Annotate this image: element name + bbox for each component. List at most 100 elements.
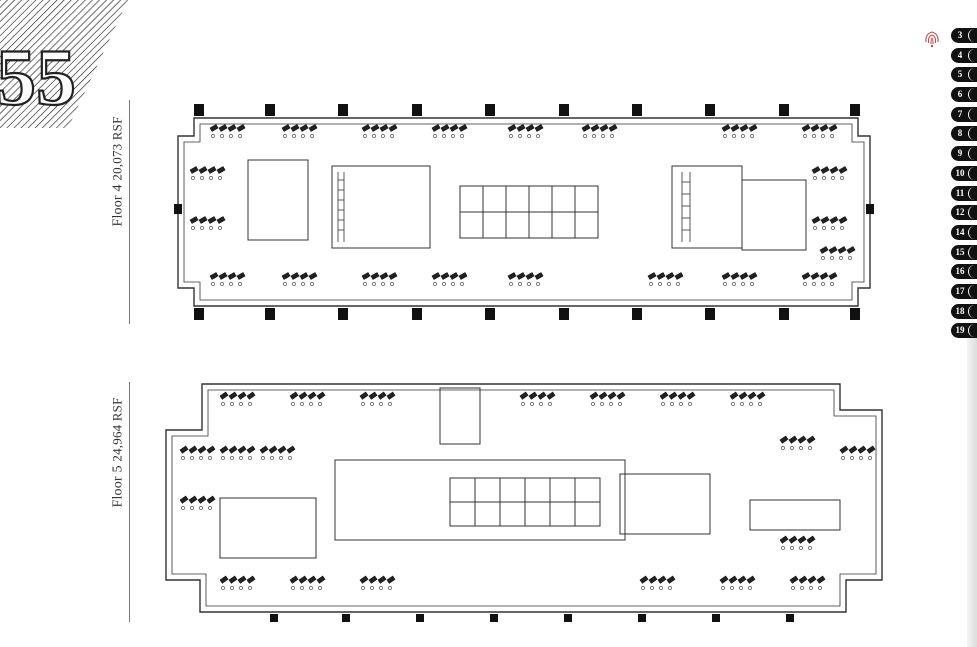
chair xyxy=(379,402,383,406)
workstation-desk xyxy=(370,272,380,280)
workstation-desk xyxy=(839,445,849,454)
chair xyxy=(300,402,304,406)
workstation-desk xyxy=(819,246,829,254)
nav-tab-arc-icon xyxy=(968,29,977,42)
nav-page-5[interactable]: 5 xyxy=(951,67,977,83)
nav-page-number: 18 xyxy=(955,305,965,316)
workstation-desk xyxy=(599,124,609,132)
workstation-desk xyxy=(666,575,676,584)
workstation-desk xyxy=(237,575,247,584)
workstation-desk xyxy=(386,575,396,584)
chair xyxy=(731,402,735,406)
workstation-desk xyxy=(507,124,517,132)
nav-page-15[interactable]: 15 xyxy=(951,244,977,260)
workstation-desk xyxy=(816,575,826,584)
chair xyxy=(649,282,653,286)
workstation-desk xyxy=(525,272,535,280)
nav-page-8[interactable]: 8 xyxy=(951,126,977,142)
workstation-desk xyxy=(379,272,389,280)
workstation-desk xyxy=(829,166,839,174)
workstation-desk xyxy=(228,445,238,454)
chair xyxy=(388,402,392,406)
workstation-desk xyxy=(838,166,848,174)
workstation-desk xyxy=(801,124,811,132)
workstation-desk xyxy=(528,391,538,400)
chair xyxy=(229,134,233,138)
chair xyxy=(609,402,613,406)
workstation-desk xyxy=(797,535,807,544)
nav-page-18[interactable]: 18 xyxy=(951,303,977,319)
chair xyxy=(239,402,243,406)
nav-page-19[interactable]: 19 xyxy=(951,323,977,339)
nav-tab-arc-icon xyxy=(968,245,977,259)
chair xyxy=(199,506,203,510)
workstation-desk xyxy=(431,124,441,132)
chair xyxy=(292,134,296,138)
workstation-desk xyxy=(668,391,678,400)
fingerprint-icon[interactable] xyxy=(923,28,941,48)
workstation-desk xyxy=(598,391,608,400)
chair xyxy=(301,134,305,138)
nav-page-7[interactable]: 7 xyxy=(951,106,977,122)
nav-page-17[interactable]: 17 xyxy=(951,283,977,299)
page-number-corner: 55 xyxy=(0,0,128,128)
nav-page-14[interactable]: 14 xyxy=(951,224,977,240)
chair xyxy=(591,402,595,406)
chair xyxy=(721,586,725,590)
workstation-desk xyxy=(807,575,817,584)
nav-tab-arc-icon xyxy=(968,107,977,121)
nav-page-6[interactable]: 6 xyxy=(951,87,977,103)
nav-tab-arc-icon xyxy=(968,127,977,141)
chair xyxy=(310,282,314,286)
chair xyxy=(822,226,826,230)
chair xyxy=(442,282,446,286)
chair xyxy=(460,282,464,286)
nav-page-number: 11 xyxy=(955,187,965,198)
nav-page-11[interactable]: 11 xyxy=(951,185,977,201)
floor-5-divider xyxy=(129,382,130,622)
chair xyxy=(661,402,665,406)
workstation-desk xyxy=(525,124,535,132)
floor-4-name: Floor 4 xyxy=(110,184,126,227)
chair xyxy=(379,586,383,590)
chair xyxy=(750,282,754,286)
nav-tab-arc-icon xyxy=(968,186,977,200)
nav-page-12[interactable]: 12 xyxy=(951,205,977,221)
chair xyxy=(601,134,605,138)
chair xyxy=(840,176,844,180)
workstation-desk xyxy=(259,445,269,454)
workstation-desk xyxy=(359,391,369,400)
workstation-desk xyxy=(377,391,387,400)
chair xyxy=(741,282,745,286)
chair xyxy=(209,226,213,230)
workstation-desk xyxy=(188,495,198,504)
workstation-desk xyxy=(779,535,789,544)
nav-page-3[interactable]: 3 xyxy=(951,28,977,43)
workstation-desk xyxy=(440,124,450,132)
chair xyxy=(200,176,204,180)
chair xyxy=(381,134,385,138)
chair xyxy=(181,456,185,460)
chair xyxy=(390,282,394,286)
chair xyxy=(848,256,852,260)
nav-page-10[interactable]: 10 xyxy=(951,165,977,181)
workstation-desk xyxy=(246,445,256,454)
chair xyxy=(781,446,785,450)
nav-page-16[interactable]: 16 xyxy=(951,264,977,280)
workstation-desk xyxy=(228,391,238,400)
chair xyxy=(190,456,194,460)
chair xyxy=(813,176,817,180)
workstation-desk xyxy=(819,124,829,132)
chair xyxy=(221,456,225,460)
chair xyxy=(527,282,531,286)
chair xyxy=(592,134,596,138)
chair xyxy=(239,456,243,460)
workstation-desk xyxy=(789,575,799,584)
workstation-desk xyxy=(838,216,848,224)
nav-page-number: 12 xyxy=(955,207,965,218)
workstation-desk xyxy=(607,391,617,400)
chair xyxy=(668,586,672,590)
nav-page-4[interactable]: 4 xyxy=(951,47,977,63)
workstation-desk xyxy=(219,575,229,584)
nav-page-9[interactable]: 9 xyxy=(951,146,977,162)
